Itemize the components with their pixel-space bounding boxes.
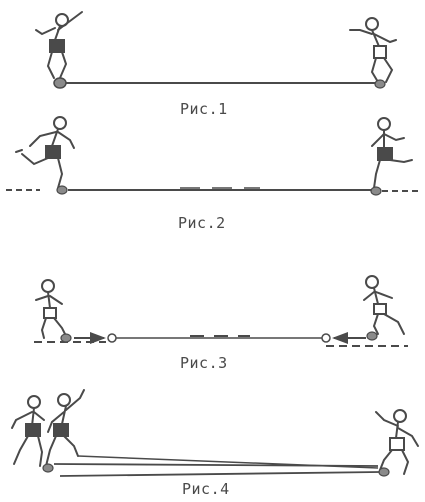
figure-2-caption: Рис.2	[178, 214, 226, 232]
player-left-fig1-icon	[36, 12, 82, 78]
player-left-back-fig4-icon	[12, 396, 44, 466]
player-left-fig3-icon	[36, 280, 66, 338]
figure-4	[12, 390, 418, 476]
ball-right-fig3	[322, 334, 330, 342]
ball-right-fig4	[379, 468, 389, 476]
figure-1-caption: Рис.1	[180, 100, 228, 118]
figure-3	[34, 276, 408, 346]
ball-right-fig1	[375, 80, 385, 88]
figure-3-caption: Рис.3	[180, 354, 228, 372]
player-right-fig2-icon	[372, 118, 412, 188]
player-left-fig2-icon	[16, 117, 74, 188]
figure-2	[6, 117, 420, 195]
ball-fig2	[57, 186, 67, 194]
player-right-fig1-icon	[350, 18, 396, 82]
ball-dribble-left-fig3	[61, 334, 71, 342]
ball-dribble-right-fig3	[367, 332, 377, 340]
ball-right-fig2	[371, 187, 381, 195]
figure-1	[36, 12, 396, 88]
player-right-fig3-icon	[364, 276, 404, 334]
figure-4-caption: Рис.4	[182, 480, 230, 498]
ball-fig4	[43, 464, 53, 472]
player-left-front-fig4-icon	[46, 390, 84, 466]
ball-left-fig3	[108, 334, 116, 342]
ball-fig1	[54, 78, 66, 88]
pass-line-lower-fig4	[60, 472, 380, 476]
pass-line-cross-fig4	[78, 456, 378, 468]
player-right-fig4-icon	[376, 410, 418, 474]
